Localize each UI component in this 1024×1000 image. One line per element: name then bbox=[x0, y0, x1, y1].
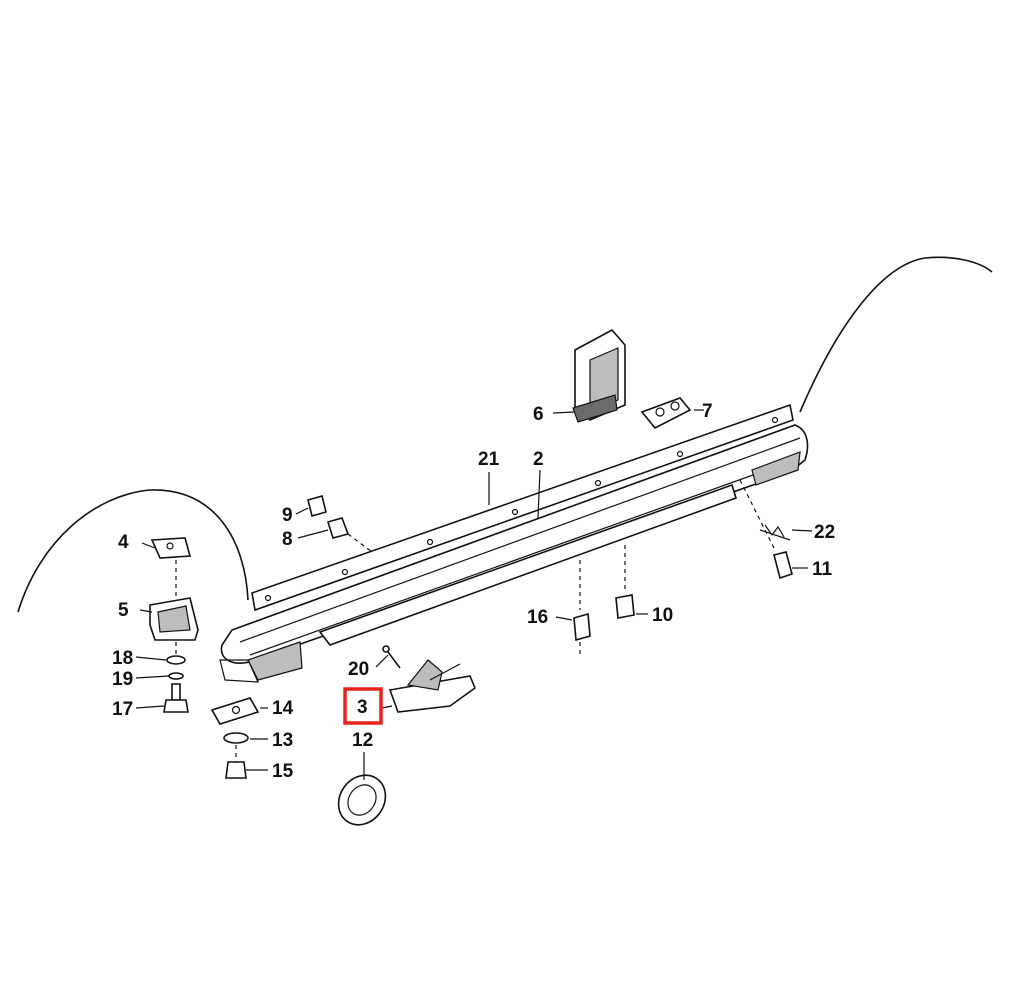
part-9-plug[interactable] bbox=[307, 495, 327, 517]
part-17-bolt[interactable] bbox=[163, 683, 189, 713]
callout-19: 19 bbox=[112, 669, 133, 690]
part-13-washer[interactable] bbox=[223, 732, 249, 744]
part-20-pin[interactable] bbox=[382, 645, 401, 669]
part-2-rocker-panel[interactable] bbox=[219, 424, 809, 683]
part-10-expansion-nut[interactable] bbox=[615, 545, 635, 619]
callout-17: 17 bbox=[112, 699, 133, 720]
part-5-mounting-block[interactable] bbox=[149, 597, 199, 641]
callout-9: 9 bbox=[282, 505, 293, 526]
callout-10: 10 bbox=[652, 605, 673, 626]
part-15-screw[interactable] bbox=[225, 745, 247, 779]
callout-15: 15 bbox=[272, 761, 294, 782]
callout-22: 22 bbox=[814, 522, 835, 543]
part-16-stud[interactable] bbox=[573, 560, 591, 655]
callout-2: 2 bbox=[533, 449, 544, 470]
part-14-clip-plate[interactable] bbox=[210, 697, 260, 725]
callout-4: 4 bbox=[118, 532, 129, 553]
rear-wheel-arch bbox=[799, 256, 993, 413]
callout-7: 7 bbox=[702, 401, 713, 422]
callout-13: 13 bbox=[272, 730, 293, 751]
callout-16: 16 bbox=[527, 607, 548, 628]
part-6-support-bracket[interactable] bbox=[572, 328, 626, 423]
callout-11: 11 bbox=[812, 559, 833, 580]
part-19-washer[interactable] bbox=[168, 672, 184, 680]
part-22-spring-clip[interactable] bbox=[759, 524, 791, 541]
leader-lines bbox=[135, 409, 813, 780]
part-21-trim-strip[interactable] bbox=[251, 403, 794, 612]
part-3-end-cap[interactable] bbox=[388, 659, 476, 713]
front-wheel-arch bbox=[17, 489, 249, 613]
part-7-clip[interactable] bbox=[640, 397, 692, 430]
part-12-tape-roll[interactable] bbox=[329, 766, 395, 834]
callout-12: 12 bbox=[352, 730, 373, 751]
callout-3: 3 bbox=[357, 697, 368, 718]
highlight-box bbox=[343, 687, 383, 725]
callout-5: 5 bbox=[118, 600, 129, 621]
callout-8: 8 bbox=[282, 529, 293, 550]
callout-21: 21 bbox=[478, 449, 500, 470]
callout-14: 14 bbox=[272, 698, 294, 719]
part-11-plastic-rivet[interactable] bbox=[739, 479, 793, 580]
part-18-washer[interactable] bbox=[166, 655, 186, 665]
part-8-grommet[interactable] bbox=[326, 517, 350, 539]
callout-6: 6 bbox=[533, 404, 544, 425]
part-4-clip-nut[interactable] bbox=[150, 537, 192, 559]
callout-18: 18 bbox=[112, 648, 133, 669]
callout-20: 20 bbox=[348, 659, 369, 680]
